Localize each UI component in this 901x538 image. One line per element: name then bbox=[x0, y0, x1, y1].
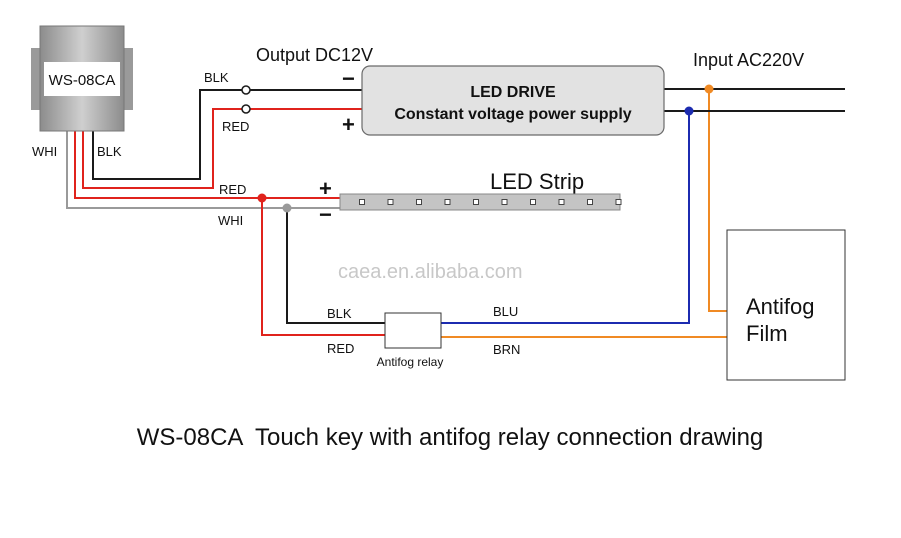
driver-box bbox=[361, 65, 665, 136]
led-driver: LED DRIVE Constant voltage power supply bbox=[361, 65, 665, 136]
white-junction-dot bbox=[282, 203, 292, 213]
led-dots bbox=[359, 199, 622, 205]
red-wire-device-to-strip bbox=[74, 130, 340, 199]
black-wire-strip-to-relay bbox=[286, 208, 385, 324]
driver-output-label: Output DC12V bbox=[256, 45, 373, 65]
red-wire-device-to-driver bbox=[82, 108, 362, 189]
device-wire-blk-label: BLK bbox=[97, 144, 122, 159]
led-chip bbox=[587, 199, 593, 205]
relay-wire-blk-label: BLK bbox=[327, 306, 352, 321]
diagram-caption: WS-08CA Touch key with antifog relay con… bbox=[137, 424, 764, 451]
ac-blue-junction-dot bbox=[684, 106, 694, 116]
led-chip bbox=[530, 199, 536, 205]
driver-title: LED DRIVE bbox=[470, 84, 556, 101]
led-chip bbox=[359, 199, 365, 205]
device-label-panel bbox=[44, 62, 120, 96]
driver-minus-sign: − bbox=[342, 66, 355, 91]
led-chip bbox=[387, 199, 394, 205]
film-label-line2: Film bbox=[746, 321, 788, 346]
strip-plus-sign: + bbox=[319, 176, 332, 201]
led-chip bbox=[473, 199, 479, 205]
ws08ca-device: WS-08CA bbox=[31, 25, 133, 132]
input-ac-label: Input AC220V bbox=[693, 50, 804, 70]
relay-wire-red-label: RED bbox=[327, 341, 354, 356]
wires bbox=[66, 88, 845, 338]
led-strip-body bbox=[339, 193, 621, 211]
relay-wire-brn-label: BRN bbox=[493, 342, 520, 357]
led-chip bbox=[501, 199, 508, 205]
watermark: caea.en.alibaba.com bbox=[338, 261, 523, 283]
device-label: WS-08CA bbox=[49, 72, 116, 89]
led-chip bbox=[416, 199, 422, 205]
driver-minus-terminal bbox=[241, 85, 251, 95]
brown-wire-ac-to-film bbox=[708, 89, 727, 312]
red-junction-dot bbox=[257, 193, 267, 203]
antifog-relay-box bbox=[384, 312, 442, 349]
device-wire-whi-label: WHI bbox=[32, 144, 57, 159]
strip-wire-whi-label: WHI bbox=[218, 213, 243, 228]
strip-minus-sign: − bbox=[319, 202, 332, 227]
led-chip bbox=[444, 199, 451, 205]
led-strip bbox=[339, 193, 622, 211]
driver-plus-terminal bbox=[241, 104, 251, 114]
led-chip bbox=[615, 199, 622, 205]
black-wire-device-to-driver bbox=[92, 89, 362, 180]
relay-wire-blu-label: BLU bbox=[493, 304, 518, 319]
driver-plus-sign: + bbox=[342, 112, 355, 137]
relay-label: Antifog relay bbox=[377, 355, 444, 369]
led-strip-label: LED Strip bbox=[490, 169, 584, 194]
strip-wire-red-label: RED bbox=[219, 182, 246, 197]
white-wire-device-to-strip bbox=[66, 130, 340, 209]
driver-wire-red-label: RED bbox=[222, 119, 249, 134]
driver-subtitle: Constant voltage power supply bbox=[394, 106, 631, 123]
driver-wire-blk-label: BLK bbox=[204, 70, 229, 85]
ac-brown-junction-dot bbox=[704, 84, 714, 94]
blue-wire-relay-to-ac bbox=[441, 111, 690, 324]
junctions bbox=[241, 84, 714, 213]
antifog-film-box bbox=[726, 229, 846, 381]
red-wire-strip-to-relay bbox=[261, 198, 385, 336]
film-label-line1: Antifog bbox=[746, 294, 815, 319]
led-chip bbox=[558, 199, 565, 205]
